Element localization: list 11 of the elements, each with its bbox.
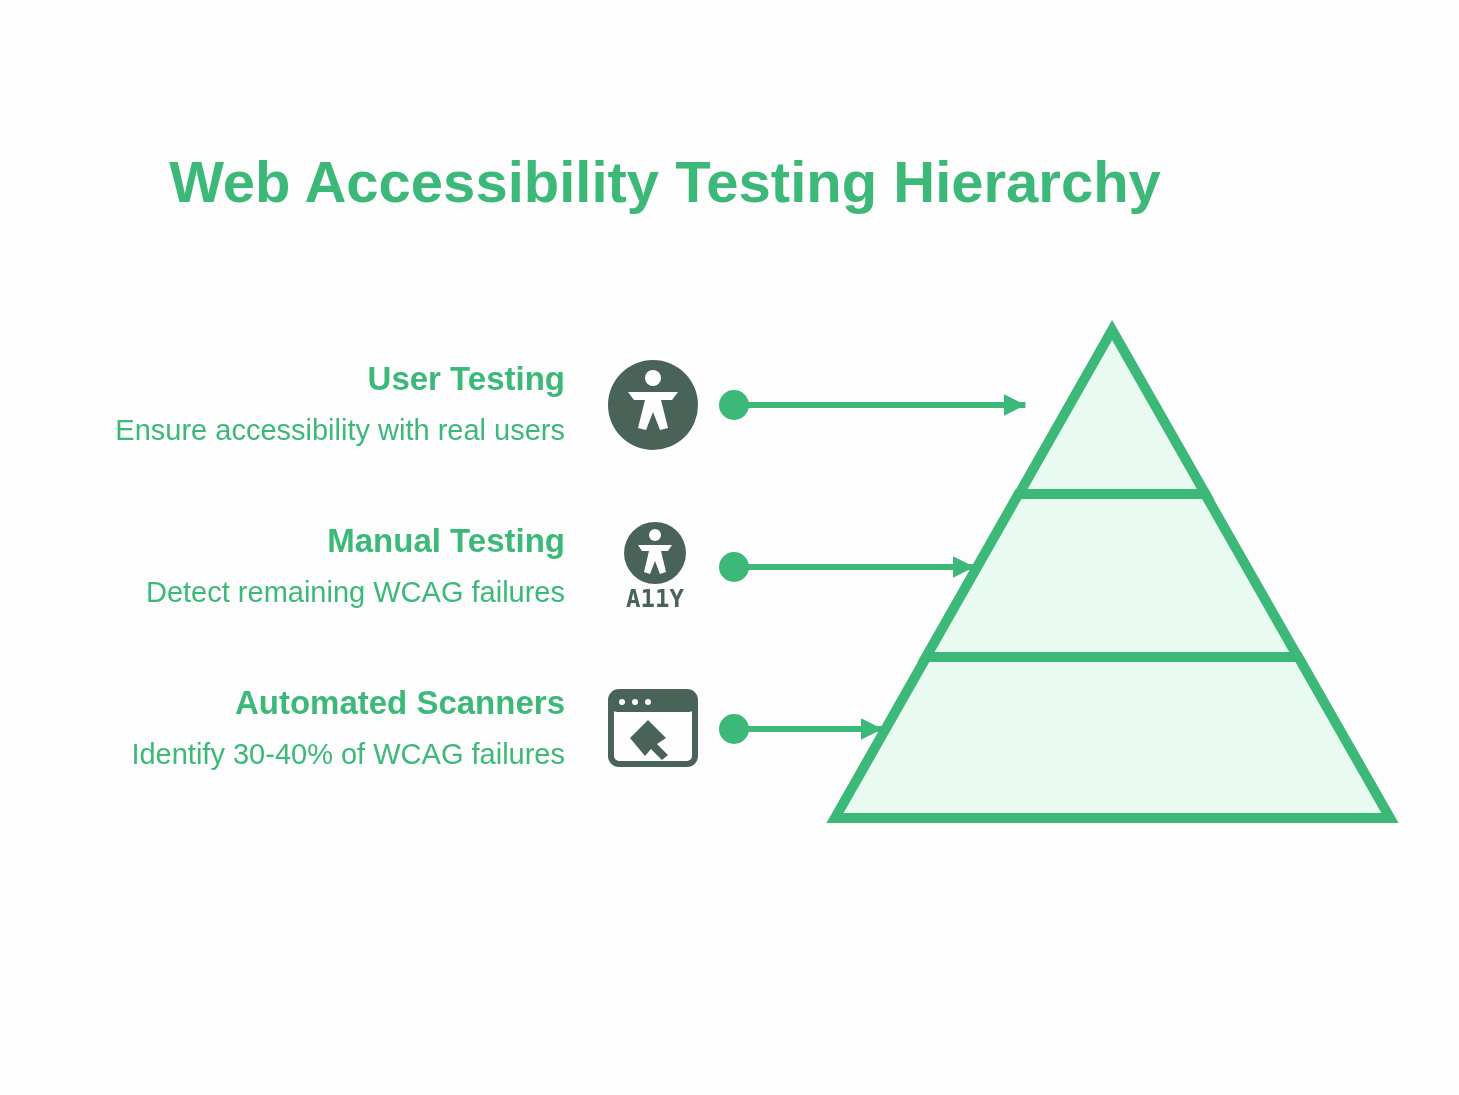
arrow	[719, 552, 975, 582]
description: Detect remaining WCAG failures	[145, 576, 565, 609]
heading: Manual Testing	[327, 522, 565, 560]
icon-caption: A11Y	[625, 585, 685, 613]
description: Ensure accessibility with real users	[115, 414, 565, 447]
heading: Automated Scanners	[234, 684, 565, 722]
description: Identify 30-40% of WCAG failures	[131, 738, 565, 771]
heading: User Testing	[367, 360, 565, 398]
arrow	[719, 714, 883, 744]
title: Web Accessibility Testing Hierarchy	[168, 148, 1162, 215]
arrow	[719, 390, 1026, 420]
